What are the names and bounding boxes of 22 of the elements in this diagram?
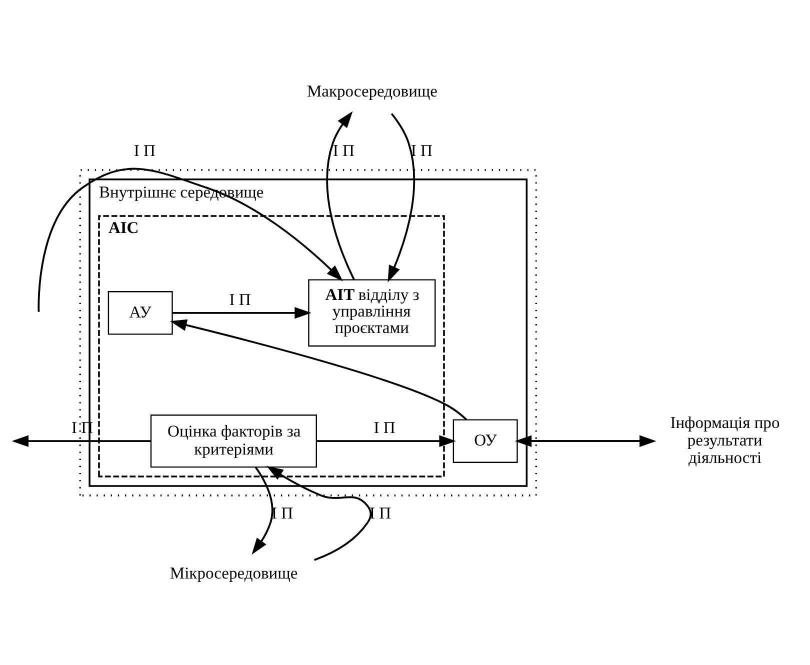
arrow <box>388 112 416 282</box>
node-box: ОУ <box>452 418 518 462</box>
edge-label: І П <box>410 140 432 160</box>
node-box: Оцінка факторів за критеріями <box>150 414 317 468</box>
edge-label: І П <box>374 418 396 437</box>
edge-label: І П <box>272 503 294 522</box>
node-box: AIT відділу з управління проєктами <box>308 278 436 346</box>
node-box: АУ <box>108 290 173 334</box>
edge-label: І П <box>134 140 156 160</box>
arrow <box>170 318 468 420</box>
edge-label: І П <box>229 289 251 308</box>
node-text: Макросередовище <box>306 80 438 100</box>
arrow <box>266 465 372 560</box>
arrow <box>172 306 312 318</box>
node-text: Інформація про результати діяльності <box>670 412 780 467</box>
arrow <box>252 466 274 554</box>
edge-label: І П <box>332 140 354 160</box>
arrow <box>326 110 355 280</box>
arrow <box>38 167 343 312</box>
node-text: Мікросередовище <box>170 562 298 582</box>
arrow <box>316 434 456 446</box>
arrow <box>12 434 151 446</box>
